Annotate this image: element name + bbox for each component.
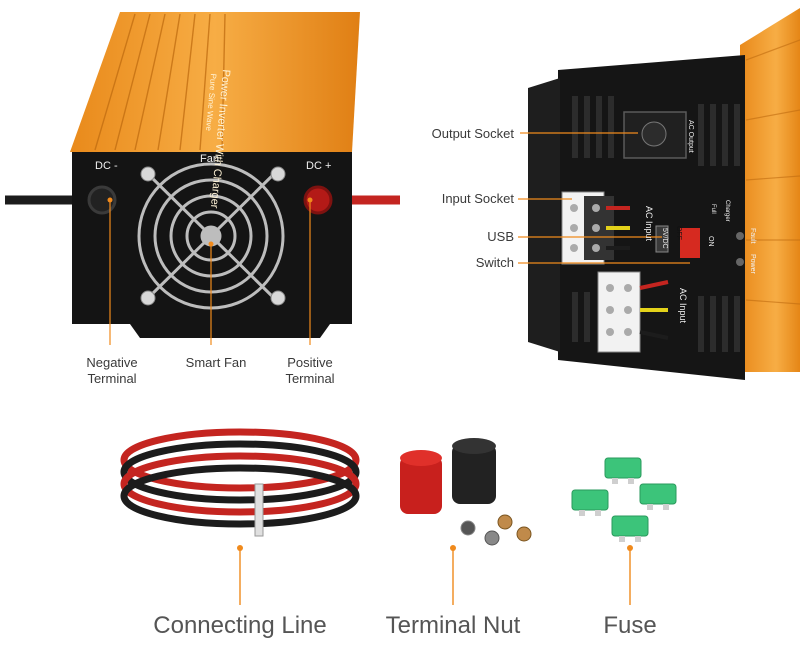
fuse-label: Fuse	[603, 612, 657, 639]
output-socket-callout: Output Socket	[431, 126, 514, 141]
dc-negative-label: DC -	[95, 160, 118, 172]
dc-positive-label: DC +	[306, 160, 332, 172]
usb-callout: USB	[487, 229, 514, 244]
front-inverter-drawing	[5, 12, 400, 345]
front-inverter-image: DC - Fan DC + Power Inverter With Charge…	[0, 0, 400, 400]
ac-output-label: AC Output	[687, 120, 694, 153]
rear-inverter-drawing	[518, 8, 800, 380]
power-label: Power	[749, 254, 756, 274]
ac-input-label-1: AC Input	[644, 206, 654, 242]
terminal-nut-label: Terminal Nut	[385, 612, 521, 639]
switch-off-label: OFF	[675, 226, 682, 240]
fault-label: Fault	[749, 228, 756, 244]
usb-5v-label: 5V/DC	[661, 228, 668, 249]
charger-label: Charger	[724, 200, 730, 222]
positive-terminal-callout: Positive Terminal	[285, 355, 335, 386]
fan-label: Fan	[200, 153, 219, 165]
input-socket-callout: Input Socket	[441, 191, 514, 206]
smart-fan-callout: Smart Fan	[185, 355, 247, 370]
switch-on-label: ON	[707, 236, 714, 247]
accessories-drawing	[120, 428, 677, 605]
connecting-line-label: Connecting Line	[153, 612, 327, 639]
accessories-image	[0, 400, 800, 667]
full-label: Full	[710, 204, 716, 214]
switch-callout: Switch	[475, 255, 514, 270]
negative-terminal-callout: Negative Terminal	[86, 355, 138, 386]
ac-input-label-2: AC Input	[678, 288, 688, 324]
rear-inverter-image: AC Output AC Input 5V/DC OFF ON Fault Po…	[400, 0, 800, 400]
